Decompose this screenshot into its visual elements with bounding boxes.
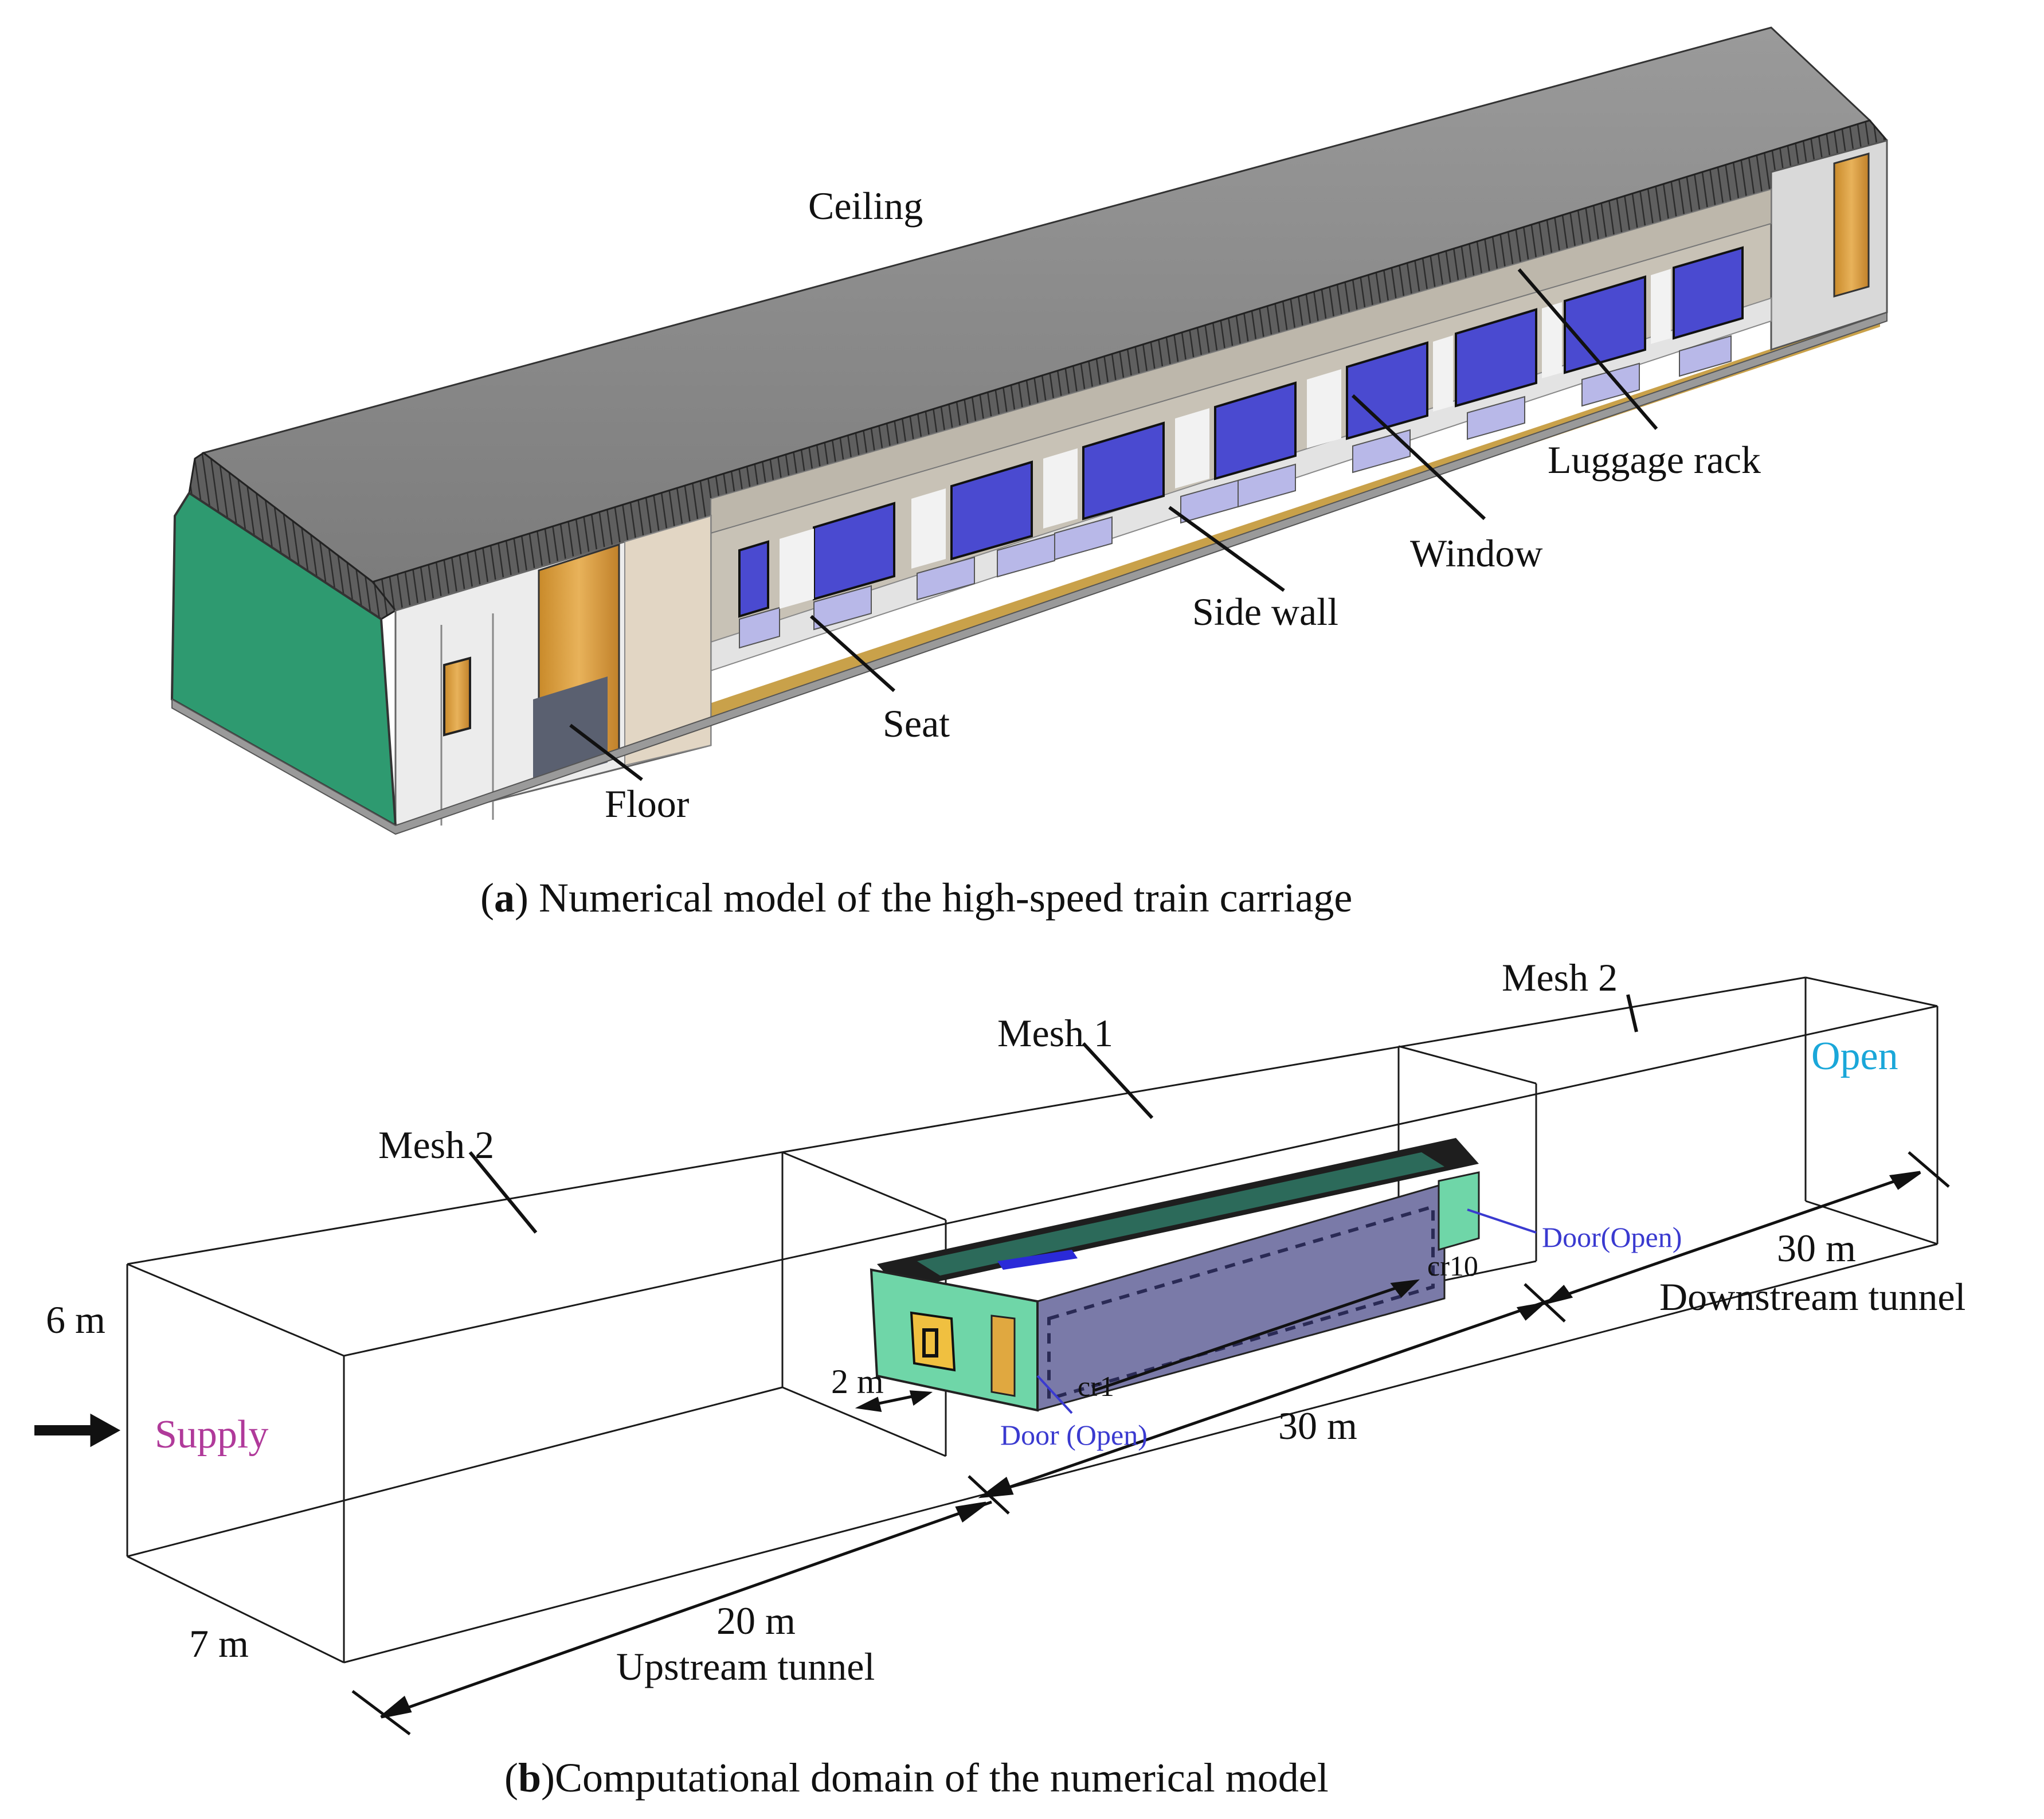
label-seat: Seat (883, 702, 950, 745)
label-ceiling: Ceiling (808, 184, 923, 228)
label-cr1: cr1 (1078, 1370, 1114, 1402)
leader-luggage-rack (1517, 268, 1658, 430)
label-height: 6 m (46, 1298, 105, 1341)
seat (1679, 335, 1732, 377)
pillar (911, 488, 946, 569)
label-carriage-length: 30 m (1278, 1404, 1357, 1448)
label-mesh2-right: Mesh 2 (1502, 956, 1618, 999)
pillar (1307, 369, 1341, 448)
window (1214, 381, 1297, 480)
seat (997, 533, 1055, 578)
label-mesh1: Mesh 1 (997, 1011, 1113, 1055)
seat (1352, 429, 1411, 474)
label-offset: 2 m (831, 1363, 884, 1401)
window (1673, 246, 1744, 340)
window (738, 540, 769, 618)
seat (1581, 362, 1640, 407)
label-supply: Supply (155, 1413, 268, 1457)
label-door-right: Door(Open) (1542, 1221, 1682, 1253)
leader-door-left (1036, 1375, 1073, 1414)
seat (1467, 396, 1525, 440)
label-window: Window (1410, 531, 1542, 575)
window (1564, 275, 1646, 374)
window (1455, 308, 1537, 408)
label-mesh2-left: Mesh 2 (378, 1123, 494, 1167)
window-bays (738, 246, 1744, 649)
pillar (1433, 335, 1453, 412)
train-end-window (910, 1311, 956, 1372)
label-floor: Floor (605, 782, 690, 826)
label-upstream-name: Upstream tunnel (616, 1645, 875, 1688)
train-end-door (990, 1315, 1016, 1397)
seat (1054, 516, 1113, 561)
label-door-left: Door (Open) (1000, 1419, 1148, 1451)
dimension-lines (34, 1151, 1950, 1735)
leader-mesh1 (1082, 1042, 1154, 1120)
train-in-domain (870, 1138, 1480, 1412)
carriage-base (171, 311, 1888, 835)
vestibule-panel (624, 515, 711, 766)
train-far-end (1438, 1171, 1480, 1251)
pillar (780, 529, 814, 609)
pillar (1542, 302, 1562, 378)
leader-mesh2-left (468, 1151, 538, 1234)
pillar (1043, 448, 1078, 529)
label-open: Open (1811, 1034, 1898, 1078)
leader-floor (569, 723, 643, 781)
seat (1238, 463, 1296, 508)
pillar (1651, 269, 1671, 344)
window (1346, 341, 1428, 440)
label-cr10: cr10 (1427, 1250, 1478, 1282)
leader-mesh2-right (1626, 994, 1638, 1032)
seat (917, 556, 975, 601)
domain-boxes (126, 976, 1939, 1664)
label-downstream-name: Downstream tunnel (1659, 1275, 1965, 1319)
train-roof-top (917, 1152, 1444, 1276)
label-downstream-length: 30 m (1777, 1226, 1856, 1270)
label-side-wall: Side wall (1192, 590, 1338, 633)
caption-a: (a) Numerical model of the high-speed tr… (480, 875, 1352, 921)
leader-side-wall (1168, 506, 1285, 592)
window (950, 460, 1033, 561)
leader-window (1351, 394, 1486, 521)
leader-door-right (1467, 1208, 1537, 1234)
right-end-door (1833, 152, 1870, 298)
carriage-model (170, 26, 1888, 835)
leader-seat (809, 615, 896, 693)
caption-b: (b)Computational domain of the numerical… (504, 1755, 1329, 1801)
label-upstream-length: 20 m (716, 1599, 796, 1642)
seat (739, 607, 780, 649)
window (1082, 421, 1165, 521)
train-interior-pattern (1047, 1204, 1435, 1401)
train-blue-strip (997, 1250, 1078, 1270)
pillar (1175, 408, 1209, 488)
end-small-door (443, 656, 471, 737)
vestibule-floor (533, 676, 608, 785)
label-width: 7 m (189, 1622, 249, 1665)
label-luggage-rack: Luggage rack (1548, 438, 1761, 482)
